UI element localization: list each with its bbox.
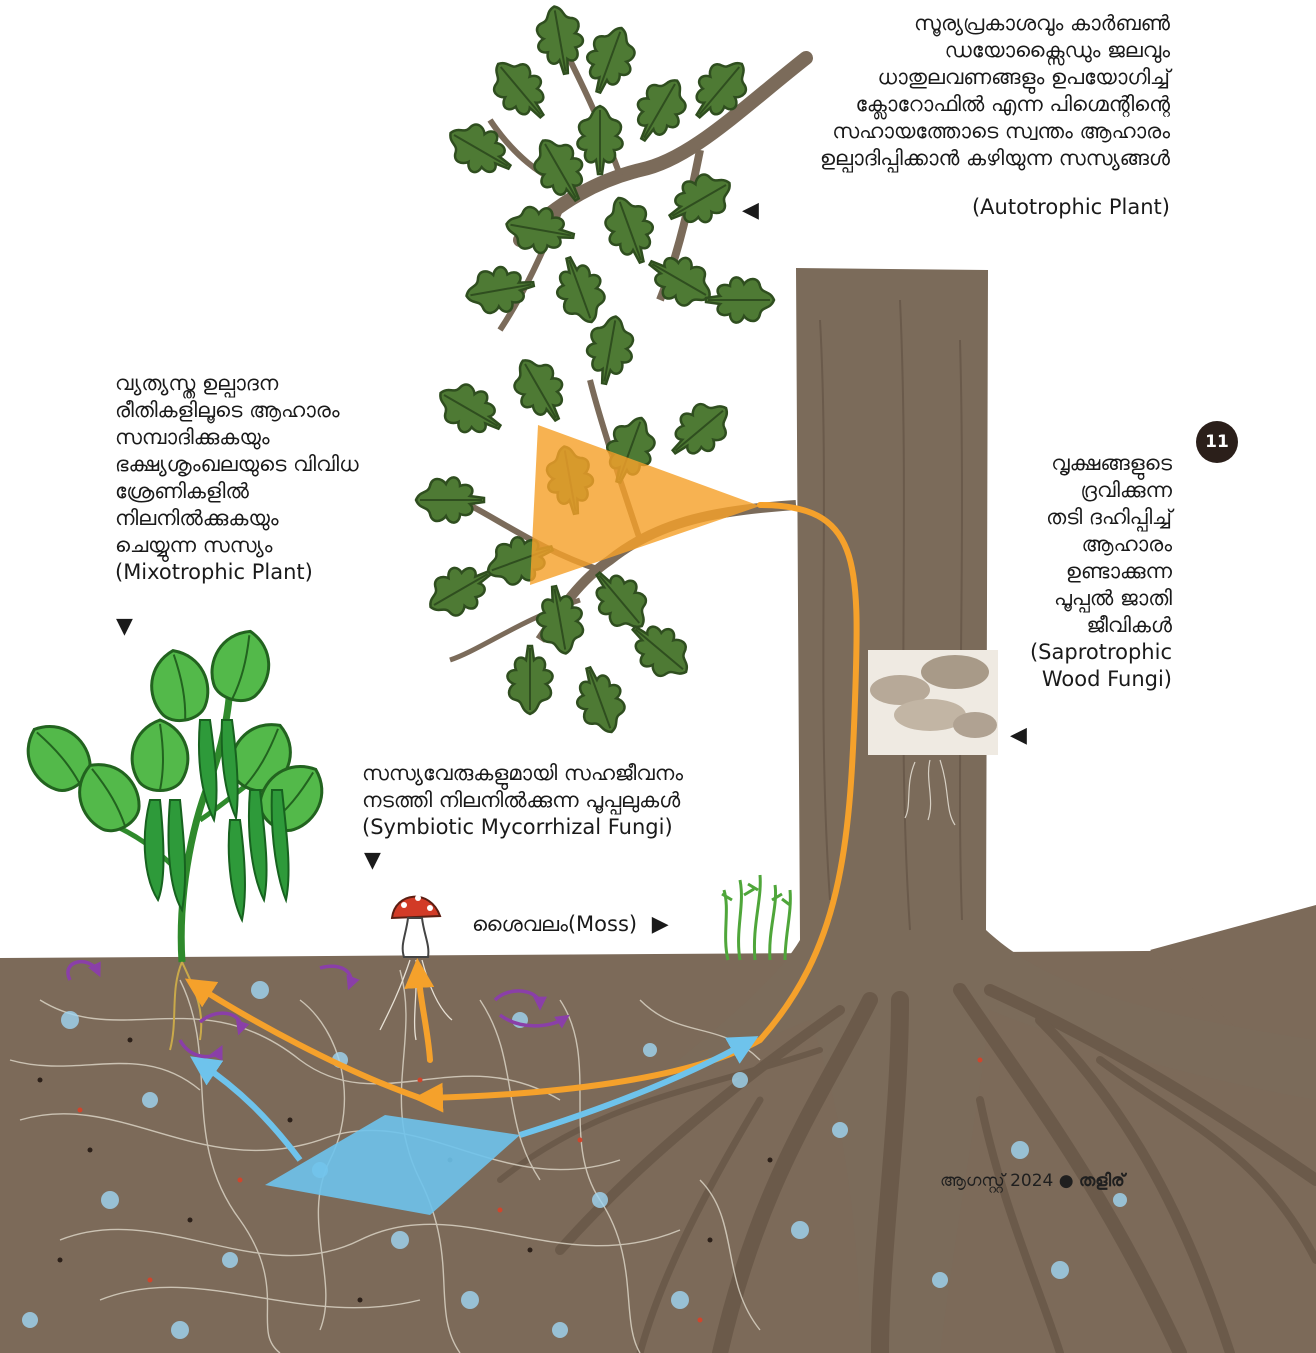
saprotrophic-line: വൃക്ഷങ്ങളുടെ	[960, 450, 1172, 477]
mixotrophic-pointer-icon: ▼	[116, 616, 133, 638]
mycorrhizal-line: നടത്തി നിലനിൽക്കുന്ന പൂപ്പലുകൾ	[362, 787, 802, 814]
saprotrophic-line: ഉണ്ടാക്കുന്ന	[960, 558, 1172, 585]
mixotrophic-line: രീതികളിലൂടെ ആഹാരം	[115, 397, 445, 424]
saprotrophic-fungi-label: വൃക്ഷങ്ങളുടെ ദ്രവിക്കുന്ന തടി ദഹിപ്പിച്ച…	[960, 450, 1172, 693]
autotrophic-line: ധാതുലവണങ്ങളും ഉപയോഗിച്ച്	[730, 64, 1170, 91]
saprotrophic-line: Wood Fungi)	[960, 666, 1172, 693]
mixotrophic-line: ചെയ്യുന്ന സസ്യം	[115, 532, 445, 559]
autotrophic-pointer-icon: ◀	[742, 200, 759, 222]
saprotrophic-line: തടി ദഹിപ്പിച്ച്	[960, 504, 1172, 531]
autotrophic-line: ഡയോക്സൈഡും ജലവും	[730, 37, 1170, 64]
soil-ground	[0, 905, 1316, 1353]
footer-month: ആഗസ്റ്റ് 2024	[940, 1171, 1053, 1191]
mixotrophic-plant-label: വ്യത്യസ്ത ഉല്പാദന രീതികളിലൂടെ ആഹാരം സമ്പ…	[115, 370, 445, 586]
autotrophic-line: ഉല്പാദിപ്പിക്കാൻ കഴിയുന്ന സസ്യങ്ങൾ	[730, 145, 1170, 172]
moss-clump	[722, 875, 790, 960]
mixotrophic-line: (Mixotrophic Plant)	[115, 559, 445, 586]
mixotrophic-line: ഭക്ഷ്യശൃംഖലയുടെ വിവിധ	[115, 451, 445, 478]
autotrophic-english: (Autotrophic Plant)	[900, 194, 1170, 221]
saprotrophic-line: ജീവികൾ	[960, 612, 1172, 639]
footer-bullet-icon: ●	[1059, 1171, 1074, 1191]
mixotrophic-line: സമ്പാദിക്കുകയും	[115, 424, 445, 451]
saprotrophic-line: ആഹാരം	[960, 531, 1172, 558]
saprotrophic-pointer-icon: ◀	[1010, 725, 1027, 747]
moss-pointer-icon: ▶	[652, 914, 669, 936]
mycorrhizal-line: (Symbiotic Mycorrhizal Fungi)	[362, 814, 802, 841]
saprotrophic-line: (Saprotrophic	[960, 639, 1172, 666]
mixotrophic-line: വ്യത്യസ്ത ഉല്പാദന	[115, 370, 445, 397]
mycorrhizal-line: സസ്യവേരുകളുമായി സഹജീവനം	[362, 760, 802, 787]
footer-magazine-name: തളിര്	[1079, 1171, 1125, 1191]
moss-label: ശൈവലം(Moss) ▶	[472, 911, 669, 938]
mixotrophic-line: നിലനിൽക്കുകയും	[115, 505, 445, 532]
moss-text: ശൈവലം(Moss)	[472, 912, 637, 936]
autotrophic-line: ക്ലോറോഫിൽ എന്ന പിഗ്മെന്റിന്റെ	[730, 91, 1170, 118]
saprotrophic-line: ദ്രവിക്കുന്ന	[960, 477, 1172, 504]
autotrophic-line: സൂര്യപ്രകാശവും കാർബൺ	[730, 10, 1170, 37]
mixotrophic-line: ശ്രേണികളിൽ	[115, 478, 445, 505]
page-footer: ആഗസ്റ്റ് 2024 ● തളിര്	[940, 1171, 1125, 1191]
autotrophic-leaves	[439, 3, 774, 330]
autotrophic-plant-label: സൂര്യപ്രകാശവും കാർബൺ ഡയോക്സൈഡും ജലവും ധാ…	[730, 10, 1170, 172]
saprotrophic-line: പൂപ്പൽ ജാതി	[960, 585, 1172, 612]
autotrophic-line: സഹായത്തോടെ സ്വന്തം ആഹാരം	[730, 118, 1170, 145]
page-number-badge: 11	[1196, 421, 1238, 463]
mycorrhizal-pointer-icon: ▼	[364, 850, 381, 872]
mycorrhizal-fungi-label: സസ്യവേരുകളുമായി സഹജീവനം നടത്തി നിലനിൽക്ക…	[362, 760, 802, 841]
